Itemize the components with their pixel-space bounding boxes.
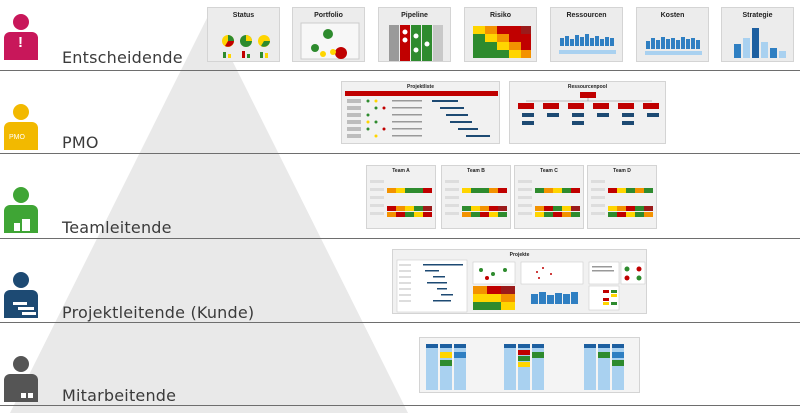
level-divider: [0, 322, 800, 323]
person-team-icon: [4, 187, 38, 233]
team-view-c[interactable]: Team C: [514, 165, 584, 229]
dashboard-card-kosten[interactable]: Kosten: [636, 7, 709, 62]
role-label-mitarbeitende: Mitarbeitende: [62, 386, 177, 405]
pmo-resource-pool[interactable]: Ressourcenpool: [509, 81, 666, 144]
team-heatmap-thumbnail: [591, 180, 653, 217]
card-title: Portfolio: [314, 12, 343, 19]
employee-task-boards[interactable]: [419, 337, 640, 393]
dashboard-card-status[interactable]: Status: [207, 7, 280, 62]
card-title: Strategie: [742, 12, 773, 19]
project-dashboard-thumbnail: [396, 259, 646, 313]
resources-thumbnail: [559, 34, 616, 54]
person-employee-icon: [4, 356, 38, 402]
risk-heatmap-thumbnail: [473, 26, 531, 58]
team-view-d[interactable]: Team D: [587, 165, 657, 229]
card-title: Kosten: [660, 12, 685, 19]
dashboard-card-ressourcen[interactable]: Ressourcen: [550, 7, 623, 62]
role-label-pmo: PMO: [62, 133, 99, 152]
project-dashboard[interactable]: Projekte: [392, 249, 647, 314]
level-divider: [0, 405, 800, 406]
team-view-b[interactable]: Team B: [441, 165, 511, 229]
kanban-thumbnail: [426, 344, 624, 390]
thumb-title: Team B: [467, 168, 485, 174]
status-thumbnail: [222, 35, 270, 58]
role-label-projektleitende: Projektleitende (Kunde): [62, 303, 255, 322]
card-title: Pipeline: [401, 12, 428, 19]
card-title: Status: [232, 12, 255, 19]
team-view-a[interactable]: Team A: [366, 165, 436, 229]
level-divider: [0, 70, 800, 71]
portfolio-thumbnail: [300, 22, 360, 60]
card-title: Risiko: [489, 12, 511, 19]
thumb-title: Ressourcenpool: [567, 84, 608, 90]
team-heatmap-thumbnail: [445, 180, 507, 217]
pmo-project-list[interactable]: Projektliste: [341, 81, 500, 144]
dashboard-card-portfolio[interactable]: Portfolio: [292, 7, 365, 62]
level-divider: [0, 238, 800, 239]
thumb-title: Team A: [392, 168, 410, 174]
person-project-icon: [4, 272, 38, 318]
team-heatmap-thumbnail: [518, 180, 580, 217]
thumb-title: Team C: [540, 168, 558, 174]
strategy-thumbnail: [734, 28, 786, 58]
team-heatmap-thumbnail: [370, 180, 432, 217]
thumb-title: Projektliste: [407, 84, 434, 90]
org-chart-thumbnail: [518, 92, 659, 125]
role-label-teamleitende: Teamleitende: [62, 218, 172, 237]
card-title: Ressourcen: [566, 12, 607, 19]
thumb-title: Team D: [613, 168, 631, 174]
gantt-thumbnail: [345, 91, 498, 138]
pipeline-thumbnail: [389, 25, 443, 61]
dashboard-card-risiko[interactable]: Risiko: [464, 7, 537, 62]
thumb-title: Projekte: [509, 252, 530, 258]
dashboard-card-pipeline[interactable]: Pipeline: [378, 7, 451, 62]
level-divider: [0, 153, 800, 154]
pmo-badge: PMO: [9, 134, 25, 141]
role-label-entscheidende: Entscheidende: [62, 48, 183, 67]
person-pmo-icon: PMO: [4, 104, 38, 150]
costs-thumbnail: [645, 37, 702, 55]
person-alert-icon: !: [4, 14, 38, 60]
dashboard-card-strategie[interactable]: Strategie: [721, 7, 794, 62]
